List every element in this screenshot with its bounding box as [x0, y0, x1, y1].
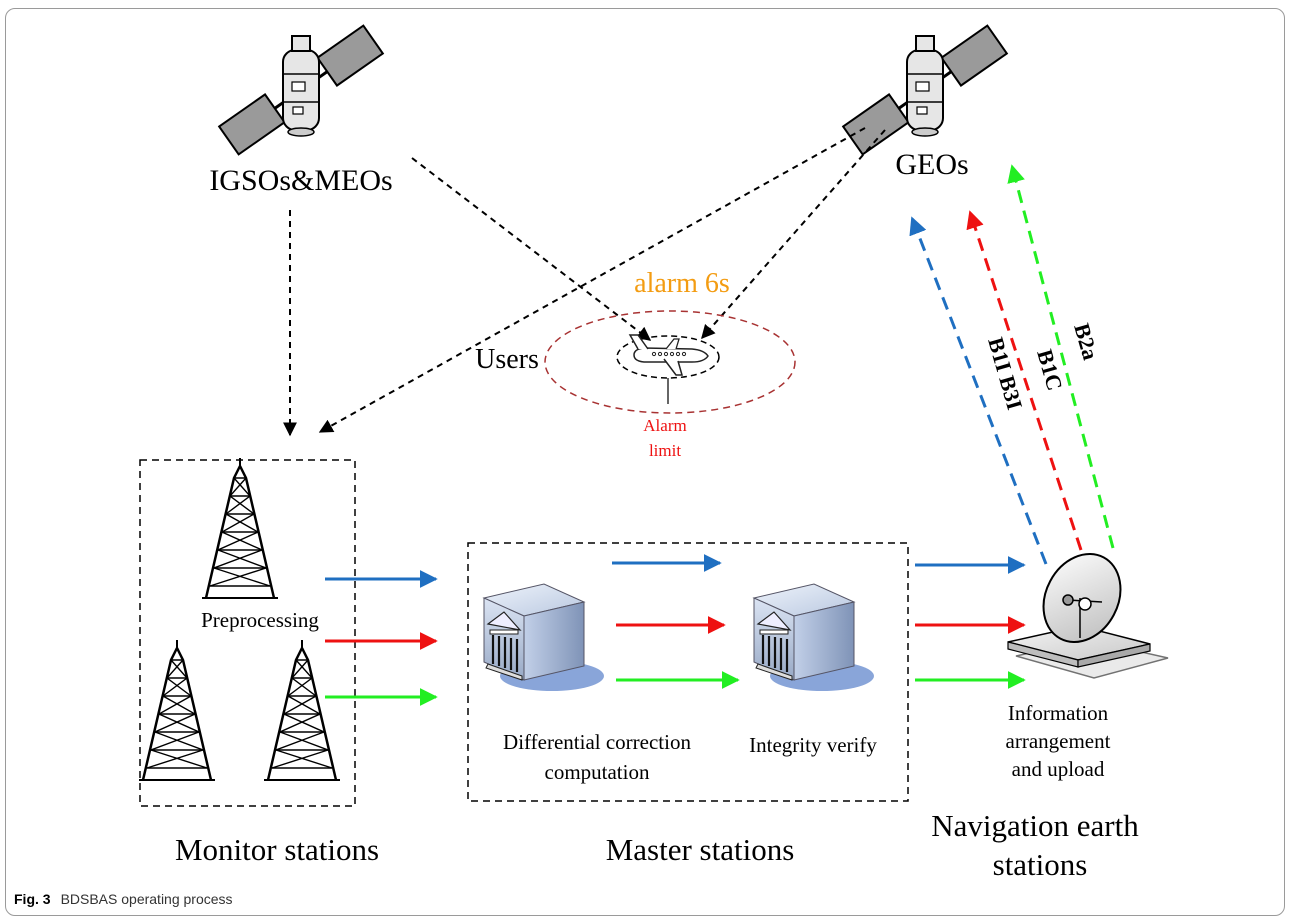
alarm-limit-label-line1: Alarm: [643, 416, 686, 435]
monitor-stations-box: [139, 459, 356, 807]
tower-icon-bottom-right: [262, 638, 342, 782]
figure-frame: [5, 8, 1285, 916]
arrow-igso-to-user: [411, 157, 652, 341]
satellite-geo-icon: [841, 24, 1009, 156]
preprocessing-label: Preprocessing: [201, 608, 319, 632]
alarm-time-label: alarm 6s: [634, 268, 730, 299]
information-arrangement-label-line2: arrangement: [1006, 729, 1111, 753]
figure-caption-text: BDSBAS operating process: [61, 891, 233, 907]
geo-label: GEOs: [895, 148, 968, 181]
differential-correction-building-icon: [482, 582, 606, 693]
master-stations-box: [467, 542, 909, 802]
arrow-geo-to-monitor: [318, 127, 866, 433]
satellite-igso-meo-icon: [217, 24, 385, 156]
monitor-stations-title: Monitor stations: [175, 832, 379, 867]
satellite-dish-icon: [1007, 553, 1169, 679]
tower-icon-bottom-left: [137, 638, 217, 782]
tower-icon-top: [200, 456, 280, 600]
alarm-limit-ellipse: [544, 310, 796, 414]
master-stations-title: Master stations: [606, 832, 795, 867]
igso-meo-label: IGSOs&MEOs: [209, 164, 392, 197]
user-inner-ellipse: [616, 335, 720, 379]
integrity-verify-label: Integrity verify: [749, 733, 877, 757]
signal-b1i-b3i-label: B1I B3I: [983, 334, 1027, 412]
uplink-red-arrow: [966, 210, 1083, 551]
information-arrangement-label-line3: and upload: [1012, 757, 1105, 781]
users-label: Users: [475, 344, 539, 375]
figure-caption: Fig. 3 BDSBAS operating process: [14, 891, 233, 908]
uplink-blue-arrow: [909, 216, 1048, 565]
alarm-limit-label-line2: limit: [649, 441, 681, 460]
information-arrangement-label-line1: Information: [1008, 701, 1109, 725]
navigation-earth-stations-title-line2: stations: [993, 847, 1088, 882]
differential-correction-label-line1: Differential correction: [503, 730, 691, 754]
figure-caption-label: Fig. 3: [14, 891, 51, 907]
navigation-earth-stations-title-line1: Navigation earth: [931, 808, 1139, 843]
arrow-geo-to-user: [701, 129, 886, 340]
signal-b2a-label-text: B2a: [1069, 320, 1103, 362]
differential-correction-label-line2: computation: [545, 760, 650, 784]
uplink-green-arrow: [1007, 164, 1115, 549]
integrity-verify-building-icon: [752, 582, 876, 693]
airplane-icon: [628, 334, 709, 376]
